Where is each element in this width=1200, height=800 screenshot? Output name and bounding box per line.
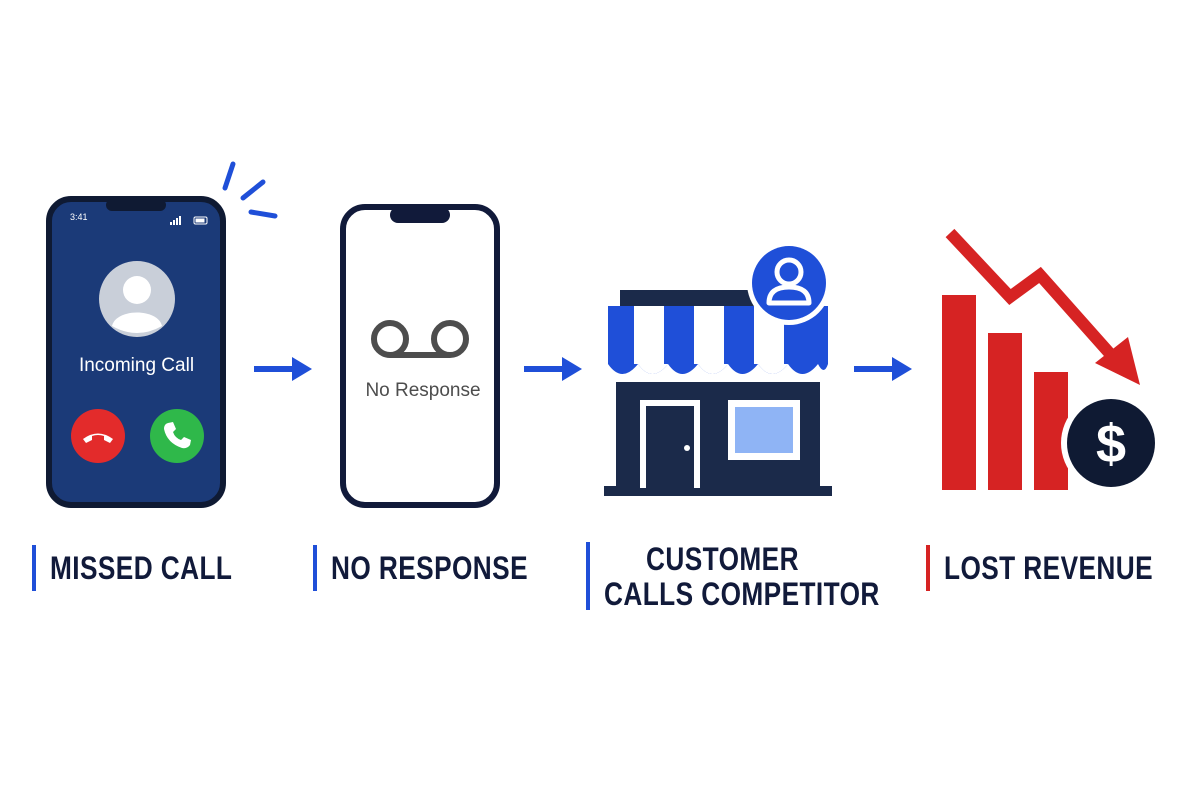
- step-missed-call: MISSED CALL: [32, 545, 272, 591]
- svg-text:$: $: [1096, 414, 1126, 474]
- no-response-screen-label: No Response: [365, 380, 481, 401]
- step-bar: [32, 545, 36, 591]
- user-avatar-icon: [98, 260, 176, 343]
- step-label: MISSED CALL: [50, 550, 233, 586]
- arrow-right-icon: [852, 354, 914, 389]
- decline-call-icon[interactable]: [70, 408, 126, 469]
- incoming-call-label: Incoming Call: [78, 355, 195, 376]
- step-bar: [313, 545, 317, 591]
- step-no-response: NO RESPONSE: [313, 545, 571, 591]
- step-label-line2: CALLS COMPETITOR: [604, 576, 880, 612]
- voicemail-icon: [370, 318, 470, 365]
- phone-status-icons: [170, 213, 210, 231]
- storefront-icon: [600, 290, 836, 505]
- ringing-lines-icon: [215, 158, 285, 233]
- step-bar: [926, 545, 930, 591]
- step-bar: [586, 542, 590, 610]
- declining-chart-icon: [940, 225, 1165, 500]
- arrow-right-icon: [252, 354, 314, 389]
- phone-status-time: 3:41: [70, 212, 88, 222]
- step-label: NO RESPONSE: [331, 550, 528, 586]
- dollar-icon: $: [1058, 390, 1164, 501]
- step-customer-calls-competitor: CUSTOMER CALLS COMPETITOR: [586, 541, 879, 611]
- customer-badge-icon: [745, 239, 833, 332]
- accept-call-icon[interactable]: [149, 408, 205, 469]
- step-label-line1: CUSTOMER: [646, 541, 799, 577]
- step-lost-revenue: LOST REVENUE: [926, 545, 1199, 591]
- arrow-right-icon: [522, 354, 584, 389]
- step-label: LOST REVENUE: [944, 550, 1154, 586]
